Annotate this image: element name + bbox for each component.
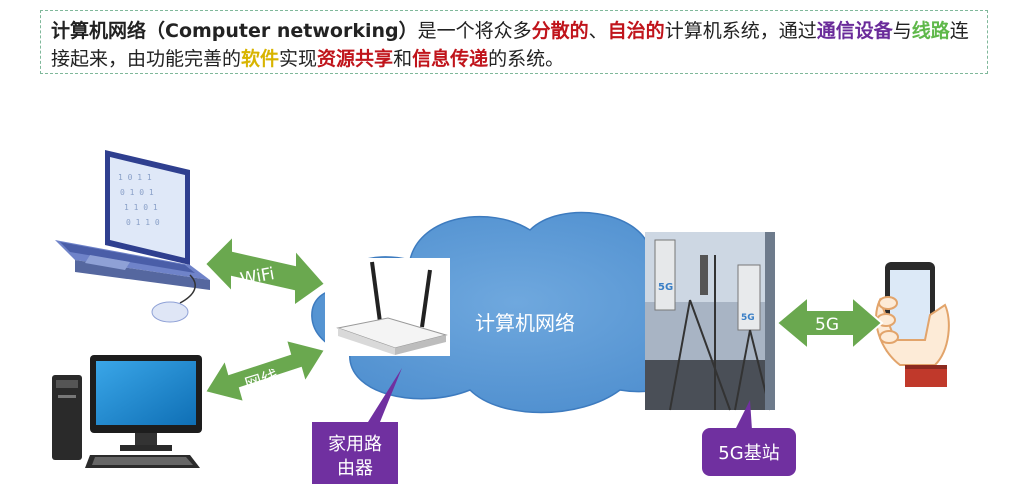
definition-segment: 线路 [911,20,950,42]
svg-text:5G: 5G [741,313,755,323]
definition-segment: 自治的 [607,20,665,42]
smartphone-hand-icon [875,262,950,387]
svg-text:0 1 0 1: 0 1 0 1 [120,188,154,197]
definition-segment: 计算机系统，通过 [664,20,817,42]
definition-segment: 通信设备 [816,20,893,42]
station-callout-label: 5G基站 [718,443,779,464]
svg-text:1 1 0 1: 1 1 0 1 [124,203,158,212]
definition-segment: 分散的 [531,20,589,42]
svg-text:1 0 1 1: 1 0 1 1 [118,173,152,182]
router-callout-line1: 家用路 [328,434,382,455]
definition-segment: 实现 [279,48,318,70]
desktop-computer-icon [52,355,202,468]
definition-segment: 和 [393,48,413,70]
definition-segment: 连接起来，由功能完善的 [51,20,969,70]
5g-link-label: 5G [815,315,839,335]
definition-segment: 信息传递 [412,48,489,70]
station-callout [702,400,796,476]
definition-segment: 软件 [241,48,280,70]
svg-text:5G: 5G [658,282,673,293]
router-icon [325,258,450,356]
definition-segment: 的系统。 [488,48,565,70]
5g-link-arrow [775,294,884,352]
definition-segment: 是一个将众多 [417,20,532,42]
definition-segment: 资源共享 [317,48,394,70]
svg-text:0 1 1 0: 0 1 1 0 [126,218,160,227]
ethernet-link-arrow [203,338,327,404]
wifi-link-arrow [203,233,327,308]
laptop-icon: 1 0 1 1 0 1 0 1 1 1 0 1 0 1 1 0 [55,150,210,290]
definition-segment: 、 [588,20,608,42]
definition-text: 计算机网络（Computer networking）是一个将众多分散的、自治的计… [51,20,969,70]
cloud-label: 计算机网络 [475,311,575,335]
5g-base-station-image: 5G 5G [645,232,775,411]
mouse-icon [151,274,196,323]
definition-segment: 计算机网络（Computer networking） [51,20,418,42]
router-callout-line2: 由器 [337,458,373,479]
router-callout [312,368,402,484]
definition-segment: 与 [892,20,912,42]
definition-box: 计算机网络（Computer networking）是一个将众多分散的、自治的计… [40,10,988,74]
